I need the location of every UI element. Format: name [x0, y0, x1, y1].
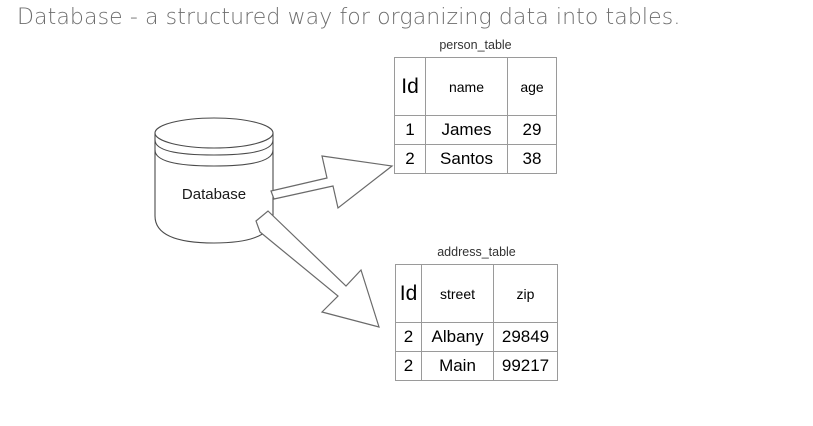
cell-zip: 29849: [493, 322, 558, 352]
cell-id: 2: [394, 144, 426, 174]
cell-id: 2: [395, 351, 422, 381]
table-row: 1 James 29: [394, 115, 557, 145]
address-table-caption: address_table: [437, 245, 516, 259]
cell-id: 2: [395, 322, 422, 352]
database-cylinder-icon: [154, 117, 274, 244]
column-header-id: Id: [395, 264, 422, 323]
column-header-street: street: [421, 264, 494, 323]
table-header-row: Id name age: [394, 57, 557, 116]
column-header-zip: zip: [493, 264, 558, 323]
table-row: 2 Santos 38: [394, 144, 557, 174]
column-header-name: name: [425, 57, 508, 116]
cell-street: Main: [421, 351, 494, 381]
page-title: Database - a structured way for organizi…: [17, 5, 681, 30]
arrow-to-address-table: [255, 210, 380, 328]
cell-zip: 99217: [493, 351, 558, 381]
table-row: 2 Main 99217: [395, 351, 558, 381]
cell-id: 1: [394, 115, 426, 145]
cylinder-label: Database: [181, 186, 247, 203]
cell-name: Santos: [425, 144, 508, 174]
column-header-age: age: [507, 57, 557, 116]
arrow-to-person-table: [270, 155, 394, 210]
person-table-block: person_table Id name age 1 James 29: [394, 38, 557, 174]
cell-street: Albany: [421, 322, 494, 352]
person-table-caption: person_table: [439, 38, 512, 52]
cell-name: James: [425, 115, 508, 145]
address-table-block: address_table Id street zip 2 Albany 298…: [395, 245, 558, 381]
table-row: 2 Albany 29849: [395, 322, 558, 352]
table-header-row: Id street zip: [395, 264, 558, 323]
cell-age: 29: [507, 115, 557, 145]
column-header-id: Id: [394, 57, 426, 116]
person-table: Id name age 1 James 29 2 Santos 38: [394, 57, 557, 174]
address-table: Id street zip 2 Albany 29849 2 Main 9921…: [395, 264, 558, 381]
cell-age: 38: [507, 144, 557, 174]
